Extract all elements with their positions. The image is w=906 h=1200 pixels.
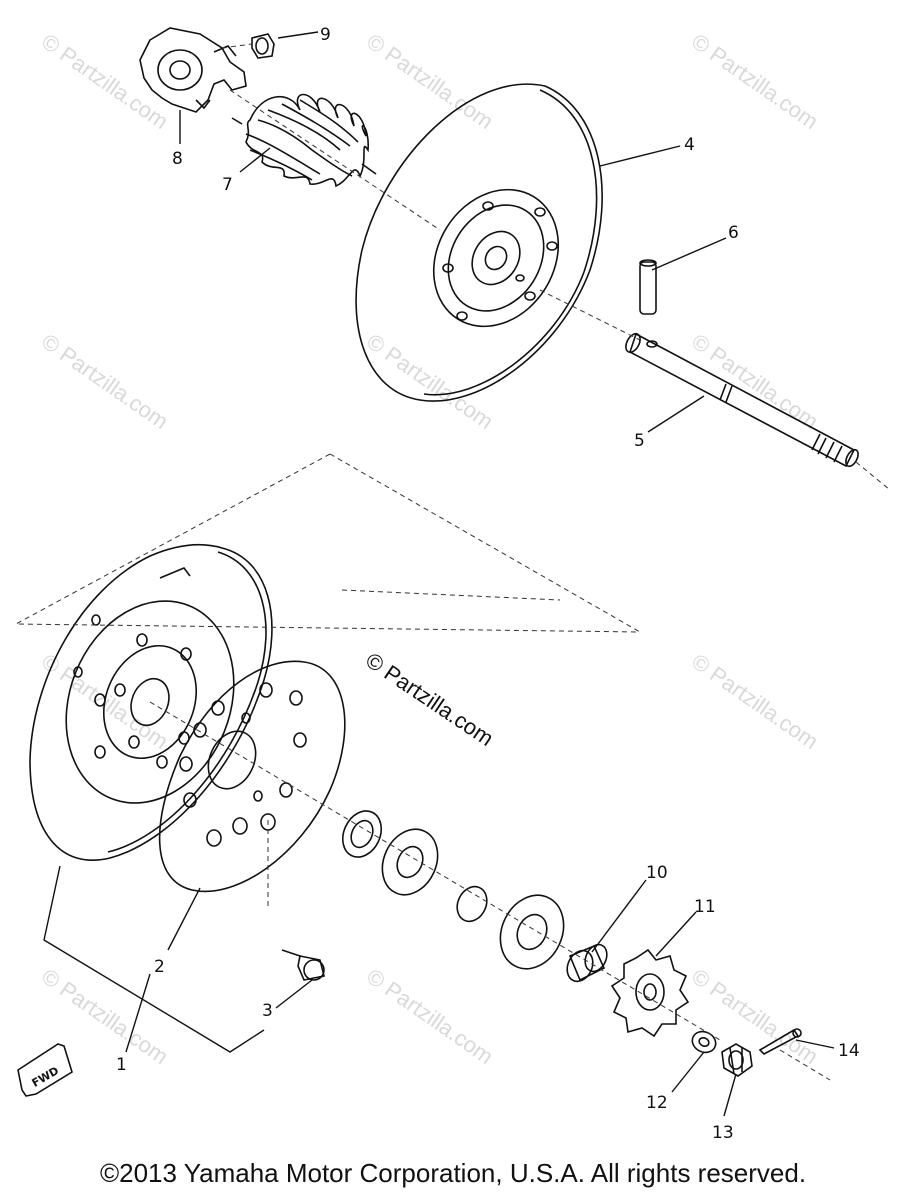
part-5-shaft — [625, 332, 859, 468]
watermark: © Partzilla.com — [37, 964, 173, 1070]
watermark: © Partzilla.com — [687, 649, 823, 755]
part-3-bolt — [281, 949, 325, 981]
callout-6: 6 — [728, 223, 739, 243]
fwd-arrow — [17, 1043, 73, 1097]
callout-5: 5 — [634, 431, 645, 451]
part-9-cap — [251, 33, 275, 59]
callout-7: 7 — [222, 175, 233, 195]
leader-lines — [43, 31, 835, 1117]
callout-2: 2 — [154, 957, 165, 977]
part-13-nut — [721, 1043, 753, 1077]
watermark: © Partzilla.com — [37, 329, 173, 435]
callout-4: 4 — [684, 135, 695, 155]
callout-12: 12 — [646, 1093, 668, 1113]
fwd-label: FWD — [30, 1064, 61, 1090]
callout-13: 13 — [712, 1123, 734, 1143]
part-11-sprocket — [610, 948, 690, 1038]
watermark: © Partzilla.com — [687, 29, 823, 135]
partzilla-watermark: © Partzilla.com — [361, 647, 498, 751]
part-10-bushing — [566, 943, 608, 983]
part-7-spring — [231, 93, 377, 188]
part-8-cam-bracket — [139, 27, 247, 113]
callout-14: 14 — [838, 1041, 860, 1061]
watermark: © Partzilla.com — [37, 29, 173, 135]
callout-labels: 9 8 7 4 6 5 10 11 2 3 1 14 12 13 FWD — [30, 25, 860, 1143]
watermark: © Partzilla.com — [362, 964, 498, 1070]
callout-10: 10 — [646, 863, 668, 883]
callout-9: 9 — [320, 25, 331, 45]
part-1-sheave-assembly — [29, 543, 273, 861]
callout-11: 11 — [694, 897, 716, 917]
part-14-cotter-pin — [758, 1028, 802, 1055]
part-2-plate — [158, 660, 346, 893]
callout-8: 8 — [172, 149, 183, 169]
part-6-pin — [639, 259, 657, 315]
part-12-washer — [691, 1030, 717, 1054]
callout-1: 1 — [116, 1055, 127, 1075]
watermark: © Partzilla.com — [687, 964, 823, 1070]
bearings-and-spacers — [341, 810, 565, 970]
copyright-notice: ©2013 Yamaha Motor Corporation, U.S.A. A… — [99, 1158, 807, 1188]
guide-lines — [14, 43, 891, 1081]
callout-3: 3 — [262, 1001, 273, 1021]
part-4-sheave — [355, 83, 603, 402]
watermark: © Partzilla.com — [362, 29, 498, 135]
